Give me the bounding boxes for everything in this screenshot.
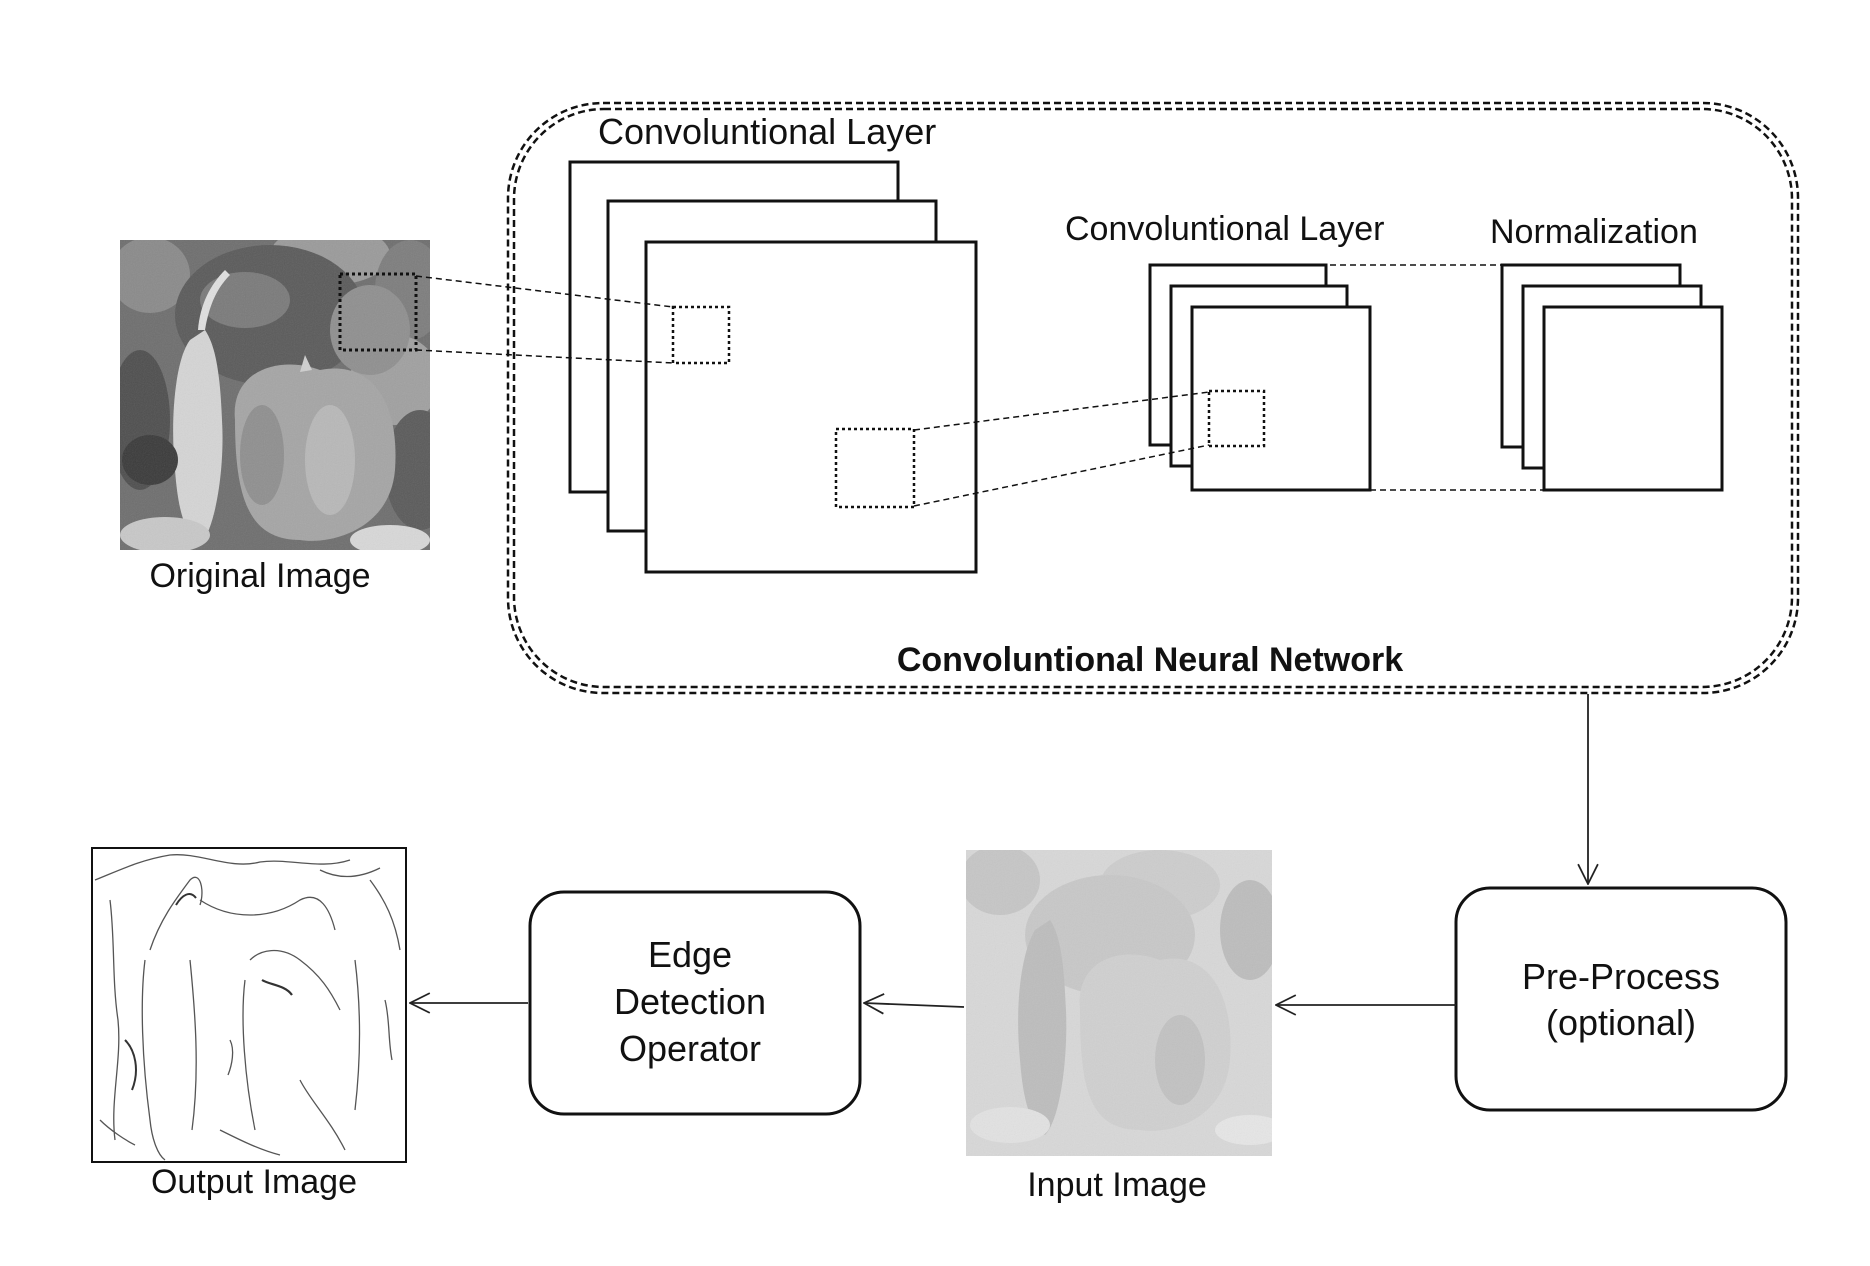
label-edge-2: Detection xyxy=(614,981,766,1022)
edge-detection-box xyxy=(528,890,862,1116)
label-conv-layer-1: Convoluntional Layer xyxy=(598,111,936,152)
label-output-image: Output Image xyxy=(151,1163,357,1201)
label-input-image: Input Image xyxy=(1027,1166,1207,1204)
conv-layer-2-stack xyxy=(1148,263,1372,492)
label-original-image: Original Image xyxy=(149,557,370,595)
cnn-container xyxy=(506,101,1800,695)
label-edge-1: Edge xyxy=(648,934,732,975)
label-conv-layer-2: Convoluntional Layer xyxy=(1065,210,1384,248)
projection-lines-1 xyxy=(415,275,674,364)
arrow-input-to-edge xyxy=(864,1003,965,1007)
original-patch-box xyxy=(338,272,418,352)
label-pre-process-2: (optional) xyxy=(1546,1002,1696,1043)
label-cnn: Convoluntional Neural Network xyxy=(897,641,1403,679)
conv1-receptive-box xyxy=(671,305,731,365)
conv-layer-1-stack xyxy=(568,160,978,574)
original-image xyxy=(120,240,430,550)
projection-lines-3 xyxy=(1240,264,1544,491)
label-pre-process-1: Pre-Process xyxy=(1522,956,1720,997)
normalization-stack xyxy=(1500,263,1724,492)
label-normalization: Normalization xyxy=(1490,213,1698,251)
conv1-output-box xyxy=(834,427,916,509)
pre-process-box xyxy=(1454,886,1788,1112)
projection-lines-2 xyxy=(913,391,1210,507)
input-image xyxy=(966,850,1272,1156)
conv2-receptive-box xyxy=(1207,389,1266,448)
label-edge-3: Operator xyxy=(619,1028,761,1069)
output-image xyxy=(91,847,407,1163)
